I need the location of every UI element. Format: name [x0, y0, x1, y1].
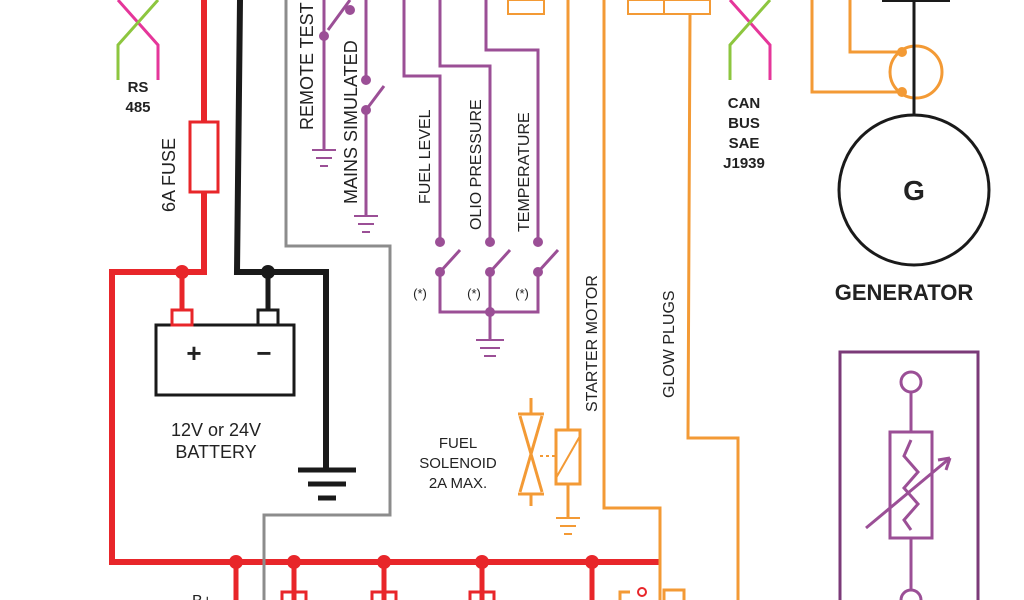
- fuse-icon: [188, 120, 220, 194]
- variable-resistor-box: [838, 350, 980, 600]
- ground-wire: [233, 0, 356, 501]
- fuel-solenoid-label-3: 2A MAX.: [429, 475, 487, 492]
- fuel-solenoid-label-2: SOLENOID: [419, 455, 497, 472]
- battery-label-2: BATTERY: [175, 442, 256, 462]
- ground-symbol-icon: [298, 467, 356, 501]
- canbus-label-4: J1939: [723, 155, 765, 172]
- starter-motor-wire: [602, 0, 711, 600]
- battery-label-1: 12V or 24V: [171, 420, 261, 440]
- remote-test-label: REMOTE TEST: [297, 2, 317, 130]
- canbus-twisted-pair: [728, 0, 772, 80]
- positive-wire: [109, 0, 660, 600]
- fuel-level-label: FUEL LEVEL: [417, 109, 434, 204]
- note-mark-fuel: (*): [413, 286, 427, 301]
- rs485-label-2: 485: [125, 99, 150, 116]
- glow-plugs-label: GLOW PLUGS: [661, 290, 678, 398]
- generator-label: GENERATOR: [835, 280, 974, 305]
- note-mark-oil: (*): [467, 286, 481, 301]
- mains-simulated-label: MAINS SIMULATED: [341, 40, 361, 204]
- canbus-label-1: CAN: [728, 95, 761, 112]
- rs485-label-1: RS: [128, 79, 149, 96]
- bplus-label: B+: [192, 593, 212, 600]
- mains-simulated-switch: [354, 0, 386, 233]
- battery-plus: +: [186, 338, 201, 368]
- fuel-solenoid-label-1: FUEL: [439, 435, 477, 452]
- rs485-twisted-pair: [116, 0, 160, 80]
- fuse-label: 6A FUSE: [159, 138, 179, 212]
- oil-pressure-label: OLIO PRESSURE: [468, 99, 485, 230]
- generator: [810, 0, 991, 267]
- valve-icon: [518, 412, 544, 496]
- remote-test-switch: [312, 0, 355, 167]
- generator-icon: [837, 113, 991, 267]
- canbus-label-3: SAE: [729, 135, 760, 152]
- generator-symbol: G: [903, 175, 925, 206]
- sensor-wires: [402, 0, 560, 357]
- note-mark-temp: (*): [515, 286, 529, 301]
- glow-plugs-wire: [686, 13, 740, 600]
- battery-minus: −: [256, 338, 271, 368]
- canbus-label-2: BUS: [728, 115, 760, 132]
- fuel-solenoid: [518, 0, 582, 535]
- grey-wire: [262, 0, 392, 600]
- temperature-label: TEMPERATURE: [516, 112, 533, 232]
- battery: [154, 308, 296, 397]
- thermistor-icon: [888, 430, 934, 540]
- starter-motor-label: STARTER MOTOR: [584, 275, 601, 412]
